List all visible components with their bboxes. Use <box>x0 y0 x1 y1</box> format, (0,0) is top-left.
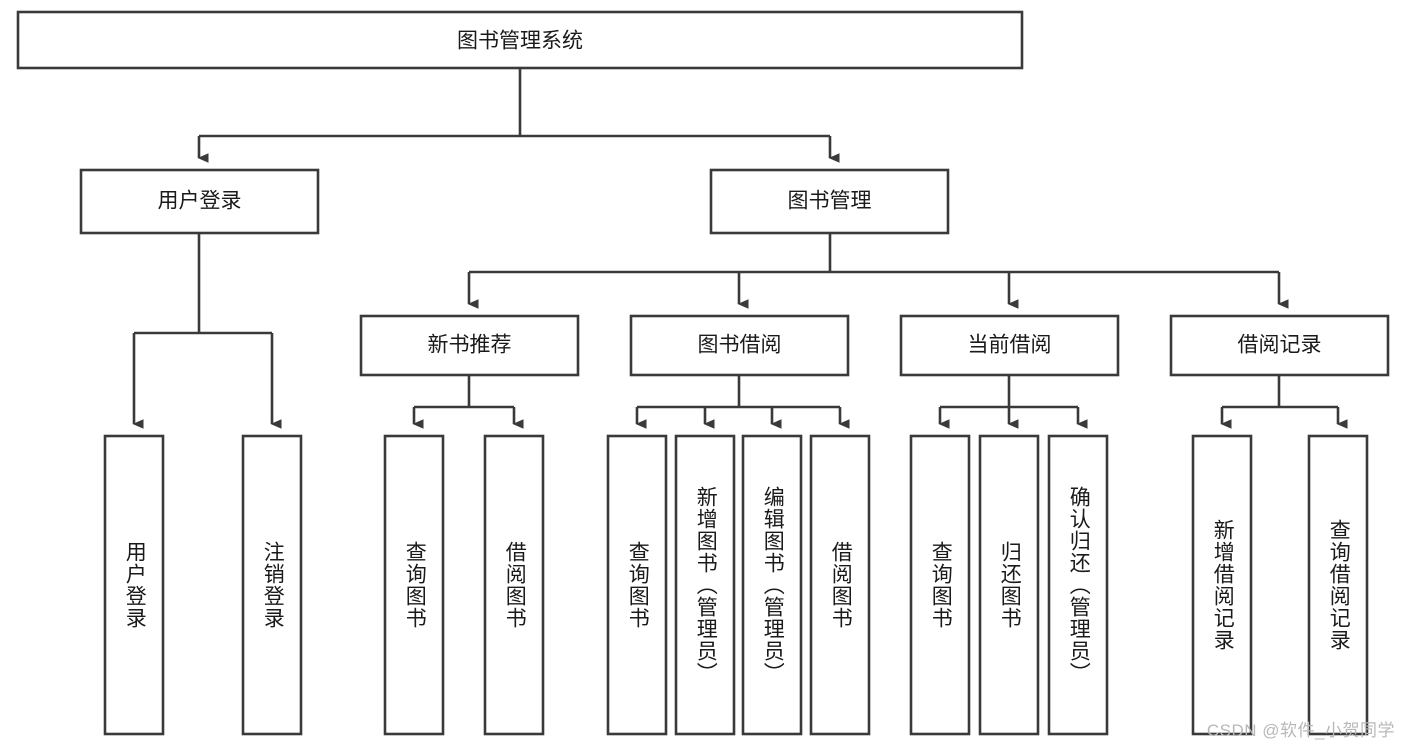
node-current-borrow[interactable] <box>899 314 1120 377</box>
connector-root-to-level2 <box>197 68 840 163</box>
node-root-label: 图书管理系统 <box>457 30 583 53</box>
node-book-management-label: 图书管理 <box>788 190 872 213</box>
leaf-box-add-book-admin[interactable] <box>674 434 736 736</box>
node-new-book-recommend[interactable] <box>359 314 580 377</box>
leaf-box-edit-book-admin[interactable] <box>741 434 803 736</box>
node-book-borrow-label: 图书借阅 <box>698 334 782 357</box>
leaf-box-query-book-newbook[interactable] <box>383 434 445 736</box>
leaf-box-add-borrow-record[interactable] <box>1191 434 1253 736</box>
leaf-box-user-login[interactable] <box>103 434 165 736</box>
leaf-box-logout[interactable] <box>241 434 303 736</box>
node-book-management[interactable] <box>709 168 950 235</box>
node-borrow-record[interactable] <box>1169 314 1390 377</box>
leaf-box-confirm-return-admin[interactable] <box>1047 434 1109 736</box>
node-borrow-record-label: 借阅记录 <box>1238 334 1322 357</box>
node-user-login[interactable] <box>79 168 320 235</box>
node-user-login-label: 用户登录 <box>158 190 242 213</box>
connector-borrowrecord-to-leaves <box>1220 375 1348 429</box>
leaf-box-borrow-book[interactable] <box>809 434 871 736</box>
leaf-box-return-book[interactable] <box>978 434 1040 736</box>
leaf-box-query-book-current[interactable] <box>909 434 971 736</box>
connector-bookmgmt-to-level3 <box>467 233 1289 309</box>
connector-newbook-to-leaves <box>412 375 524 429</box>
node-root[interactable] <box>16 10 1024 70</box>
connector-userlogin-to-leaves <box>132 233 282 429</box>
connector-currentborrow-to-leaves <box>938 375 1088 429</box>
watermark-text: CSDN @软件_小贺同学 <box>1206 721 1395 740</box>
connector-bookborrow-to-leaves <box>635 375 850 429</box>
leaf-box-borrow-book-newbook[interactable] <box>483 434 545 736</box>
node-current-borrow-label: 当前借阅 <box>968 334 1052 357</box>
node-book-borrow[interactable] <box>629 314 850 377</box>
node-new-book-recommend-label: 新书推荐 <box>428 334 512 357</box>
leaf-box-query-borrow-record[interactable] <box>1307 434 1369 736</box>
leaf-box-query-book-borrow[interactable] <box>606 434 668 736</box>
